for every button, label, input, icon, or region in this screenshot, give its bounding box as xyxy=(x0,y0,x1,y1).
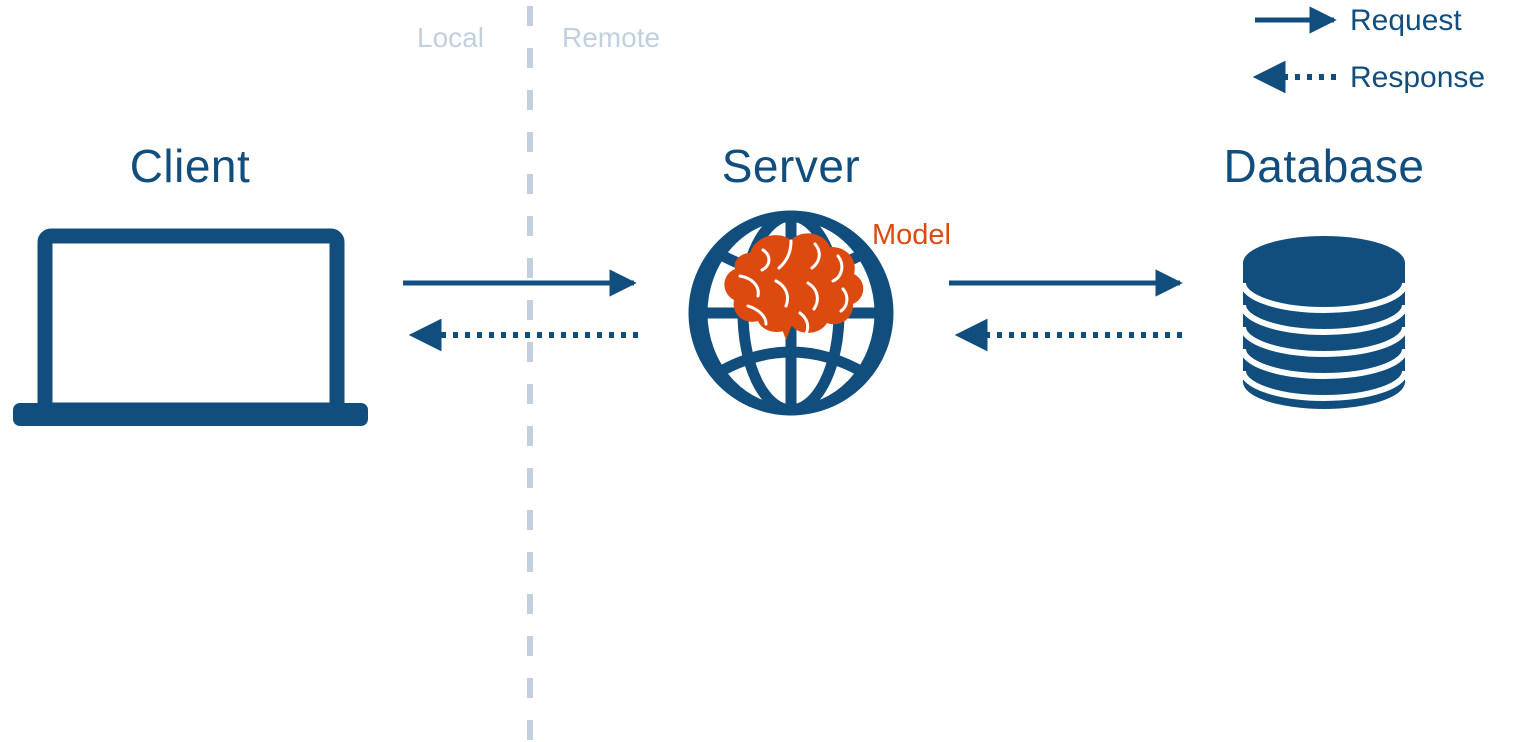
legend-label-request: Request xyxy=(1350,4,1462,37)
legend-label-response: Response xyxy=(1350,61,1486,94)
database-cylinder-icon xyxy=(1240,236,1408,409)
model-label: Model xyxy=(872,219,951,251)
zone-label-local: Local xyxy=(417,22,484,53)
laptop-icon xyxy=(13,228,368,426)
node-title-database: Database xyxy=(1223,140,1425,192)
node-title-client: Client xyxy=(129,140,251,192)
zone-label-remote: Remote xyxy=(562,22,661,53)
node-title-server: Server xyxy=(721,140,861,192)
brain-icon xyxy=(724,233,864,340)
